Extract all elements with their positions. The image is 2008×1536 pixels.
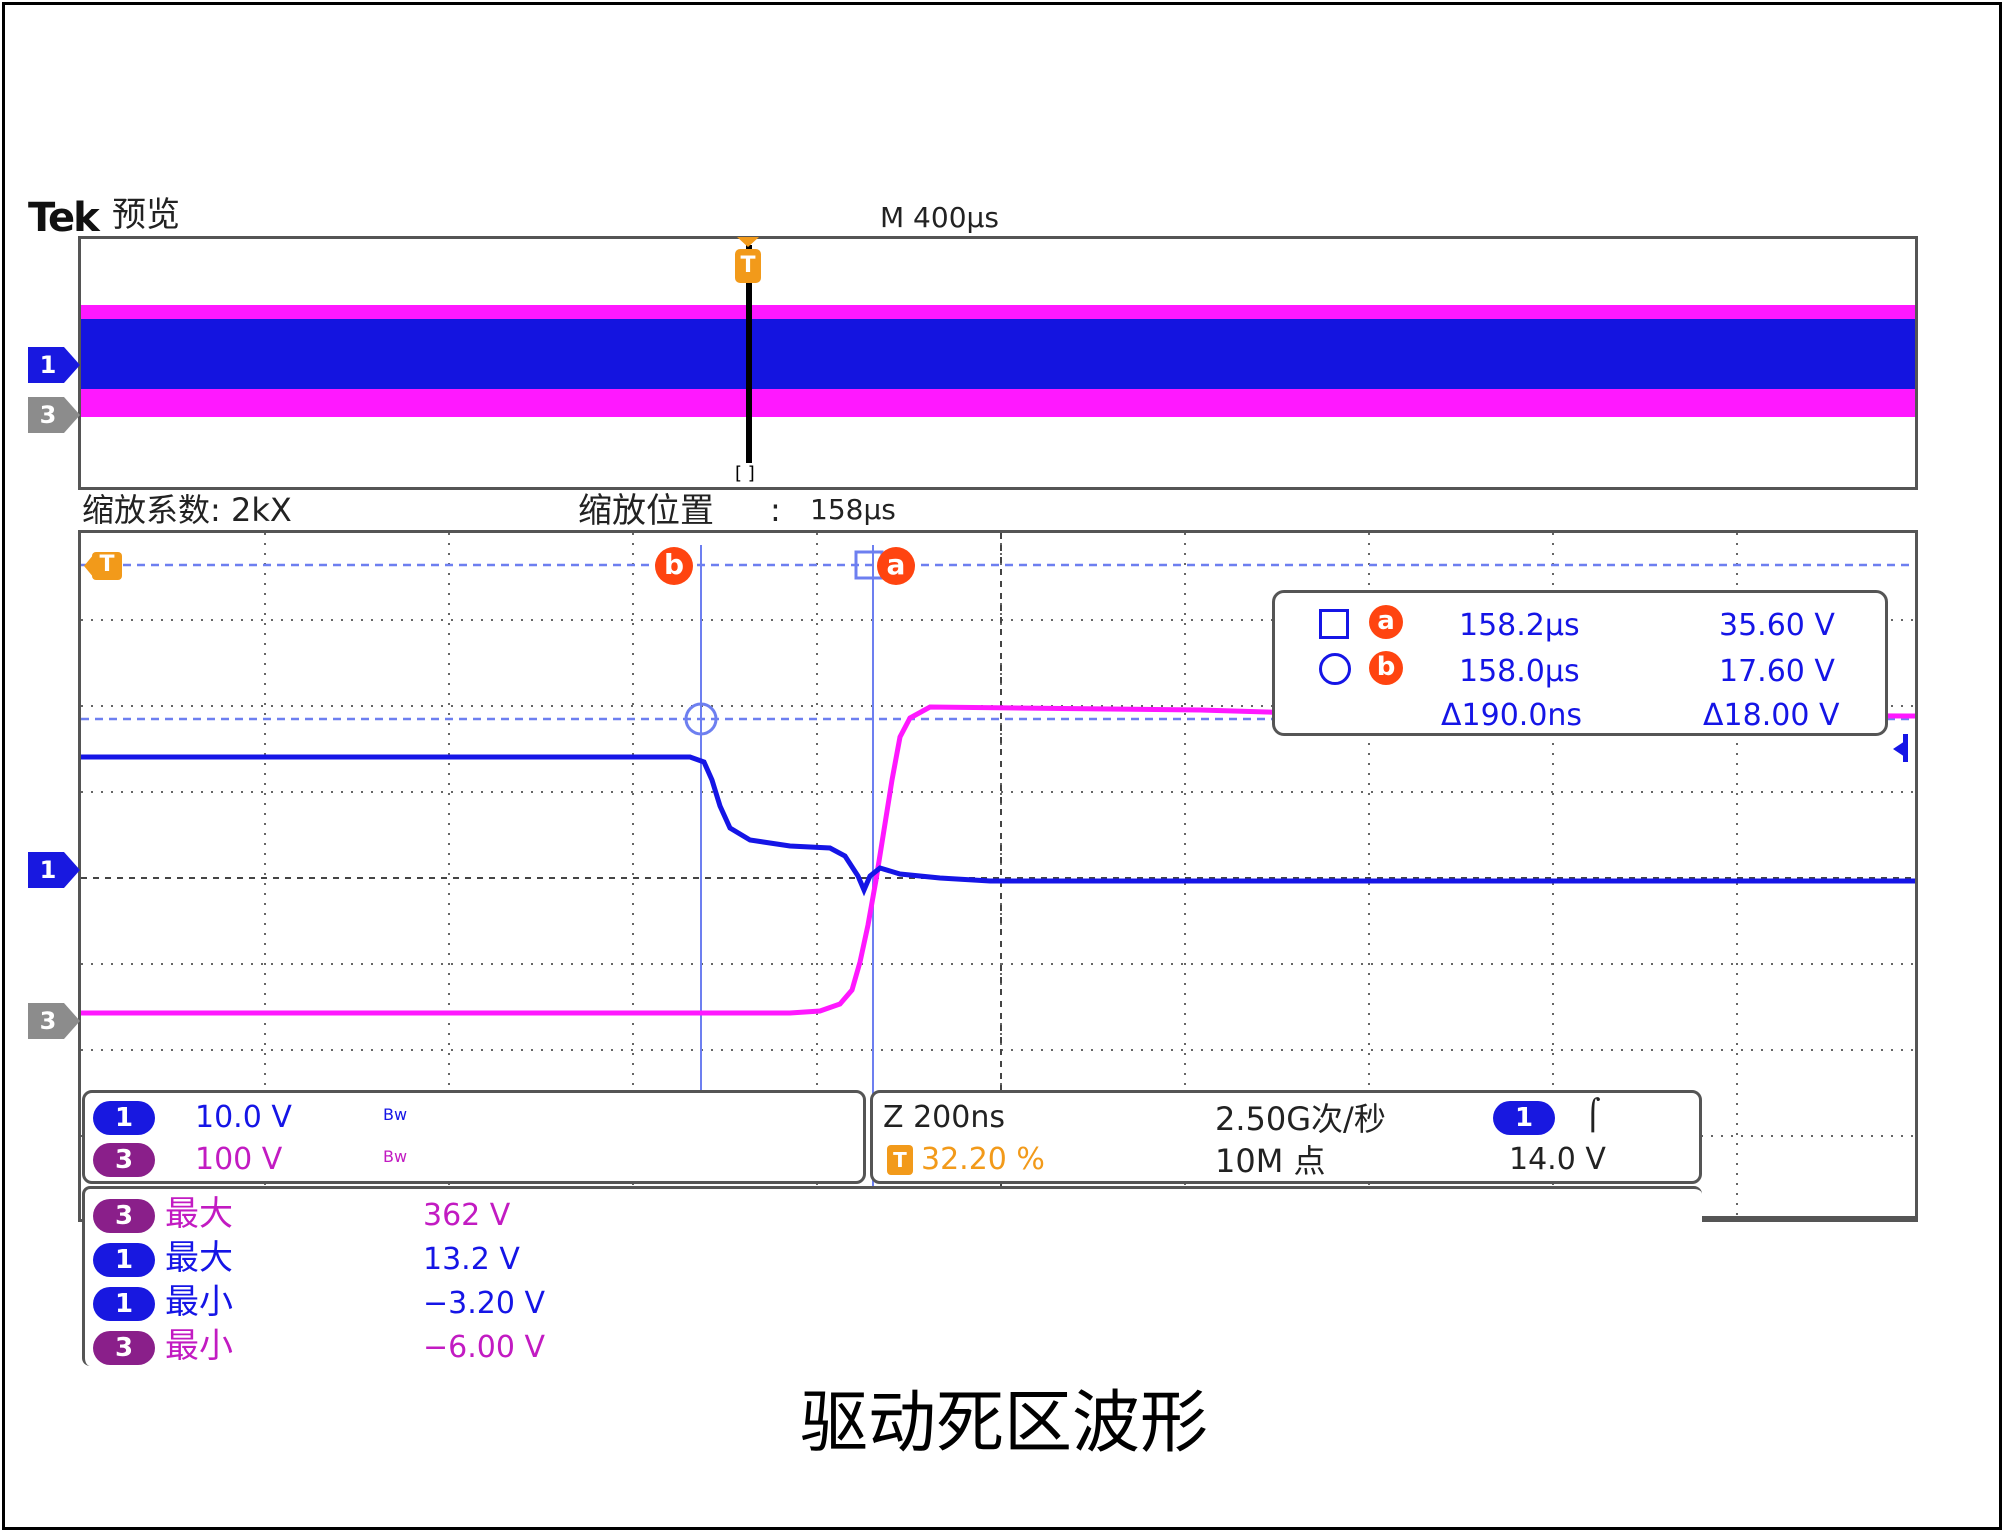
measurements-panel[interactable]: 3 最大 362 V 1 最大 13.2 V 1 最小 −3.20 V 3 最小… (82, 1186, 1702, 1366)
overview-ch1-band (81, 319, 1915, 389)
cursor-a-square-icon (1319, 609, 1349, 639)
measurement-1-value: 362 V (423, 1198, 511, 1233)
trigger-position: 32.20 % (921, 1142, 1045, 1177)
ch1-marker-icon (28, 852, 80, 888)
measurement-3-channel: 1 (93, 1287, 155, 1321)
overview-window[interactable]: [ ] T (78, 236, 1918, 490)
ch1-badge: 1 (93, 1101, 155, 1135)
measurement-4-channel: 3 (93, 1331, 155, 1365)
zoom-position-label: 缩放位置 (578, 491, 714, 531)
trigger-t-icon (84, 552, 122, 580)
measurement-3-label: 最小 (165, 1282, 233, 1322)
ch3-scale: 100 V (195, 1142, 283, 1177)
channel-scale-panel[interactable]: 1 10.0 V Bw 3 100 V Bw (82, 1090, 866, 1184)
cursor-b-circle (684, 702, 718, 736)
measurement-2-label: 最大 (165, 1238, 233, 1278)
trigger-position-icon: T (887, 1145, 913, 1175)
cursor-a-time: 158.2µs (1459, 608, 1580, 643)
ch3-badge: 3 (93, 1143, 155, 1177)
measurement-1-channel: 3 (93, 1199, 155, 1233)
acquisition-panel[interactable]: Z 200ns T 32.20 % 2.50G次/秒 10M 点 1 ⌠ 14.… (870, 1090, 1702, 1184)
cursor-b-badge: b (1369, 651, 1403, 685)
timebase-label: M 400µs (880, 201, 999, 234)
measurement-3-value: −3.20 V (423, 1286, 545, 1321)
cursor-delta-time: Δ190.0ns (1441, 698, 1583, 733)
cursor-lines (700, 545, 874, 1186)
ch3-bw-limit-icon: Bw (383, 1147, 408, 1166)
zoom-position-value: 158µs (810, 493, 896, 526)
cursor-a-badge: a (1369, 605, 1403, 639)
ch1-bw-limit-icon: Bw (383, 1105, 408, 1124)
measurement-2-channel: 1 (93, 1243, 155, 1277)
record-length: 10M 点 (1215, 1142, 1326, 1180)
cursor-a-value: 35.60 V (1719, 608, 1835, 643)
zoom-position-line[interactable] (746, 245, 752, 463)
cursor-delta-value: Δ18.00 V (1703, 698, 1840, 733)
overview-ch3-marker[interactable]: 3 (28, 397, 80, 433)
zoom-ch3-marker[interactable]: 3 (28, 1003, 80, 1039)
cursor-b-label[interactable]: b (655, 547, 693, 585)
zoom-position-separator: : (770, 491, 781, 529)
figure-caption: 驱动死区波形 (799, 1384, 1208, 1463)
measurement-1-label: 最大 (165, 1194, 233, 1234)
sample-rate: 2.50G次/秒 (1215, 1100, 1386, 1138)
measurement-4-label: 最小 (165, 1326, 233, 1366)
trigger-t-icon (735, 237, 761, 283)
zoom-bracket-icon: [ ] (735, 463, 755, 484)
ch3-offscreen-arrow (1893, 741, 1905, 757)
zoom-ch1-marker[interactable]: 1 (28, 852, 80, 888)
cursor-readout-box: a 158.2µs 35.60 V b 158.0µs 17.60 V Δ190… (1272, 590, 1888, 736)
ch1-trace (81, 754, 1915, 897)
zoom-timebase: Z 200ns (883, 1100, 1005, 1135)
measurement-2-value: 13.2 V (423, 1242, 520, 1277)
measurement-4-value: −6.00 V (423, 1330, 545, 1365)
ch1-marker-icon (28, 347, 80, 383)
ch3-trace (81, 704, 1916, 1016)
overview-ch1-marker[interactable]: 1 (28, 347, 80, 383)
acquisition-mode-label: 预览 (112, 195, 180, 235)
graticule-bottom-edge (1702, 1216, 1918, 1219)
ch1-scale: 10.0 V (195, 1100, 292, 1135)
trigger-slope-icon: ⌠ (1585, 1098, 1601, 1133)
trigger-level: 14.0 V (1509, 1142, 1606, 1177)
zoom-trigger-marker[interactable]: T (84, 550, 124, 582)
cursor-a-label[interactable]: a (877, 547, 915, 585)
ch3-marker-icon (28, 1003, 80, 1039)
cursor-b-circle-icon (1319, 653, 1351, 685)
trigger-source-badge: 1 (1493, 1101, 1555, 1135)
zoom-factor-label: 缩放系数: 2kX (82, 491, 292, 529)
cursor-b-time: 158.0µs (1459, 654, 1580, 689)
tek-logo: Tek (28, 195, 100, 241)
overview-trigger-marker[interactable]: T (731, 237, 765, 291)
ch3-marker-icon (28, 397, 80, 433)
cursor-b-value: 17.60 V (1719, 654, 1835, 689)
graticule-center-axes (81, 533, 1915, 1218)
